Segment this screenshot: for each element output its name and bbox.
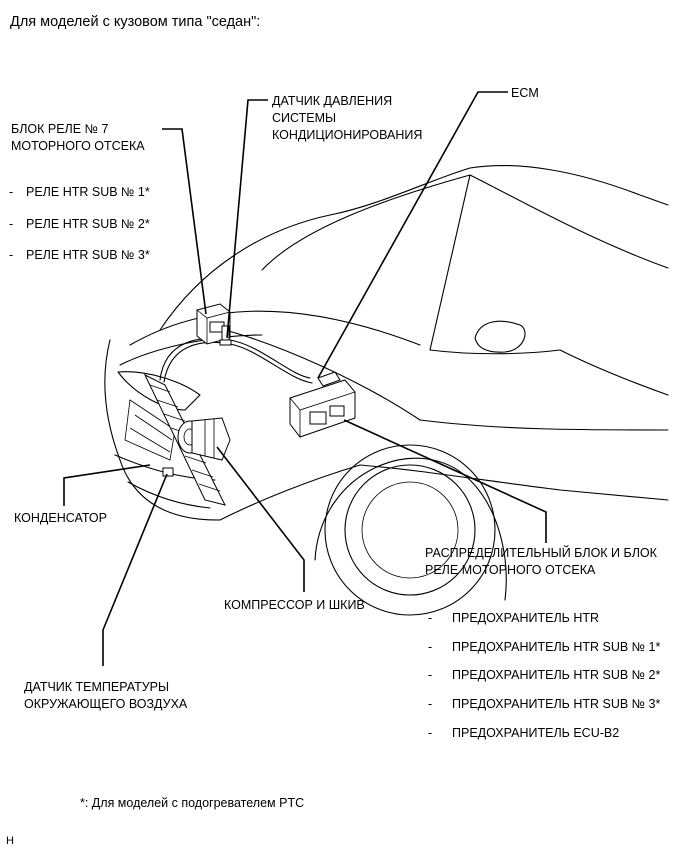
fuse-item: ПРЕДОХРАНИТЕЛЬ ECU-B2 <box>452 726 619 740</box>
svg-text:МОТОРНОГО ОТСЕКА: МОТОРНОГО ОТСЕКА <box>11 139 145 153</box>
svg-text:СИСТЕМЫ: СИСТЕМЫ <box>272 111 336 125</box>
svg-text:РАСПРЕДЕЛИТЕЛЬНЫЙ БЛОК И БЛОК: РАСПРЕДЕЛИТЕЛЬНЫЙ БЛОК И БЛОК <box>425 545 658 560</box>
label-junction-block: РАСПРЕДЕЛИТЕЛЬНЫЙ БЛОК И БЛОК РЕЛЕ МОТОР… <box>425 545 658 577</box>
svg-text:ДАТЧИК ДАВЛЕНИЯ: ДАТЧИК ДАВЛЕНИЯ <box>272 94 392 108</box>
label-compressor: КОМПРЕССОР И ШКИВ <box>224 598 365 612</box>
fuse-item: ПРЕДОХРАНИТЕЛЬ HTR SUB № 3* <box>452 697 660 711</box>
svg-text:-: - <box>428 726 432 740</box>
label-pressure-sensor: ДАТЧИК ДАВЛЕНИЯ СИСТЕМЫ КОНДИЦИОНИРОВАНИ… <box>272 94 422 142</box>
svg-text:КОНДИЦИОНИРОВАНИЯ: КОНДИЦИОНИРОВАНИЯ <box>272 128 422 142</box>
pressure-sensor-component <box>219 325 232 346</box>
label-condenser: КОНДЕНСАТОР <box>14 511 107 525</box>
svg-text:ДАТЧИК ТЕМПЕРАТУРЫ: ДАТЧИК ТЕМПЕРАТУРЫ <box>24 680 169 694</box>
label-ambient-sensor: ДАТЧИК ТЕМПЕРАТУРЫ ОКРУЖАЮЩЕГО ВОЗДУХА <box>24 680 188 711</box>
relay-item: РЕЛЕ HTR SUB № 3* <box>26 248 150 262</box>
fuse-items-list: - ПРЕДОХРАНИТЕЛЬ HTR - ПРЕДОХРАНИТЕЛЬ HT… <box>428 611 660 740</box>
corner-mark: H <box>6 835 14 847</box>
relay-items-list: - РЕЛЕ HTR SUB № 1* - РЕЛЕ HTR SUB № 2* … <box>9 185 150 262</box>
relay-item: РЕЛЕ HTR SUB № 1* <box>26 185 150 199</box>
leader-lines <box>63 91 547 666</box>
ambient-sensor-component <box>162 467 174 477</box>
svg-text:РЕЛЕ МОТОРНОГО ОТСЕКА: РЕЛЕ МОТОРНОГО ОТСЕКА <box>425 563 596 577</box>
fuse-item: ПРЕДОХРАНИТЕЛЬ HTR <box>452 611 599 625</box>
label-relay-block-7: БЛОК РЕЛЕ № 7 МОТОРНОГО ОТСЕКА <box>11 122 145 153</box>
fuse-item: ПРЕДОХРАНИТЕЛЬ HTR SUB № 2* <box>452 668 660 682</box>
svg-text:-: - <box>428 697 432 711</box>
ac-pipe <box>159 337 313 384</box>
svg-text:-: - <box>9 248 13 262</box>
footnote: *: Для моделей с подогревателем PTC <box>80 796 304 810</box>
svg-text:ОКРУЖАЮЩЕГО ВОЗДУХА: ОКРУЖАЮЩЕГО ВОЗДУХА <box>24 697 188 711</box>
compressor-component <box>177 417 231 461</box>
svg-text:-: - <box>428 611 432 625</box>
junction-block-ecm-component <box>289 371 356 438</box>
relay-item: РЕЛЕ HTR SUB № 2* <box>26 217 150 231</box>
diagram-header: Для моделей с кузовом типа "седан": <box>10 14 260 30</box>
svg-text:-: - <box>9 217 13 231</box>
fuse-item: ПРЕДОХРАНИТЕЛЬ HTR SUB № 1* <box>452 640 660 654</box>
svg-text:-: - <box>428 640 432 654</box>
svg-text:-: - <box>9 185 13 199</box>
label-ecm: ECM <box>511 86 539 100</box>
svg-text:БЛОК РЕЛЕ № 7: БЛОК РЕЛЕ № 7 <box>11 122 108 136</box>
svg-text:-: - <box>428 668 432 682</box>
